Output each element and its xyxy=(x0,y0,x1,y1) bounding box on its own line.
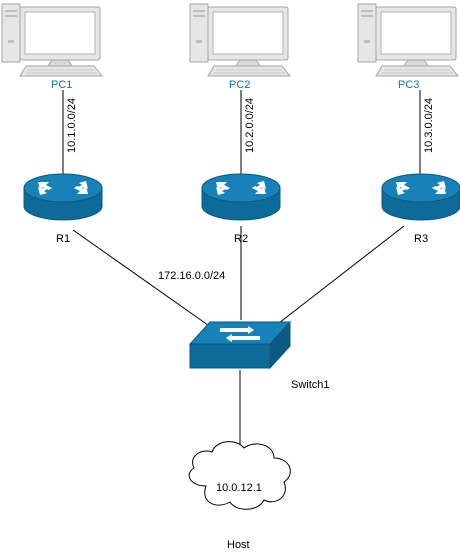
r3-router-icon xyxy=(381,173,460,221)
r3-label: R3 xyxy=(414,233,428,245)
core-network-label: 172.16.0.0/24 xyxy=(158,270,225,282)
pc1-computer-icon xyxy=(1,3,103,77)
host-label: Host xyxy=(227,539,250,551)
switch1-label: Switch1 xyxy=(291,379,330,391)
pc3-subnet-label: 10.3.0.0/24 xyxy=(423,98,435,153)
pc1-label: PC1 xyxy=(51,79,72,91)
r2-router-icon xyxy=(201,173,281,221)
pc3-computer-icon xyxy=(357,3,459,77)
link-r3-switch xyxy=(269,225,405,331)
host-ip-label: 10.0.12.1 xyxy=(216,482,262,494)
pc2-computer-icon xyxy=(189,3,291,77)
pc2-label: PC2 xyxy=(229,79,250,91)
pc2-subnet-label: 10.2.0.0/24 xyxy=(244,98,256,153)
pc1-subnet-label: 10.1.0.0/24 xyxy=(66,98,78,153)
link-r1-switch xyxy=(72,229,216,331)
r1-router-icon xyxy=(23,173,103,221)
host-cloud-icon xyxy=(188,441,291,510)
switch1-icon xyxy=(189,321,291,369)
pc3-label: PC3 xyxy=(398,79,419,91)
r2-label: R2 xyxy=(234,233,248,245)
r1-label: R1 xyxy=(56,233,70,245)
